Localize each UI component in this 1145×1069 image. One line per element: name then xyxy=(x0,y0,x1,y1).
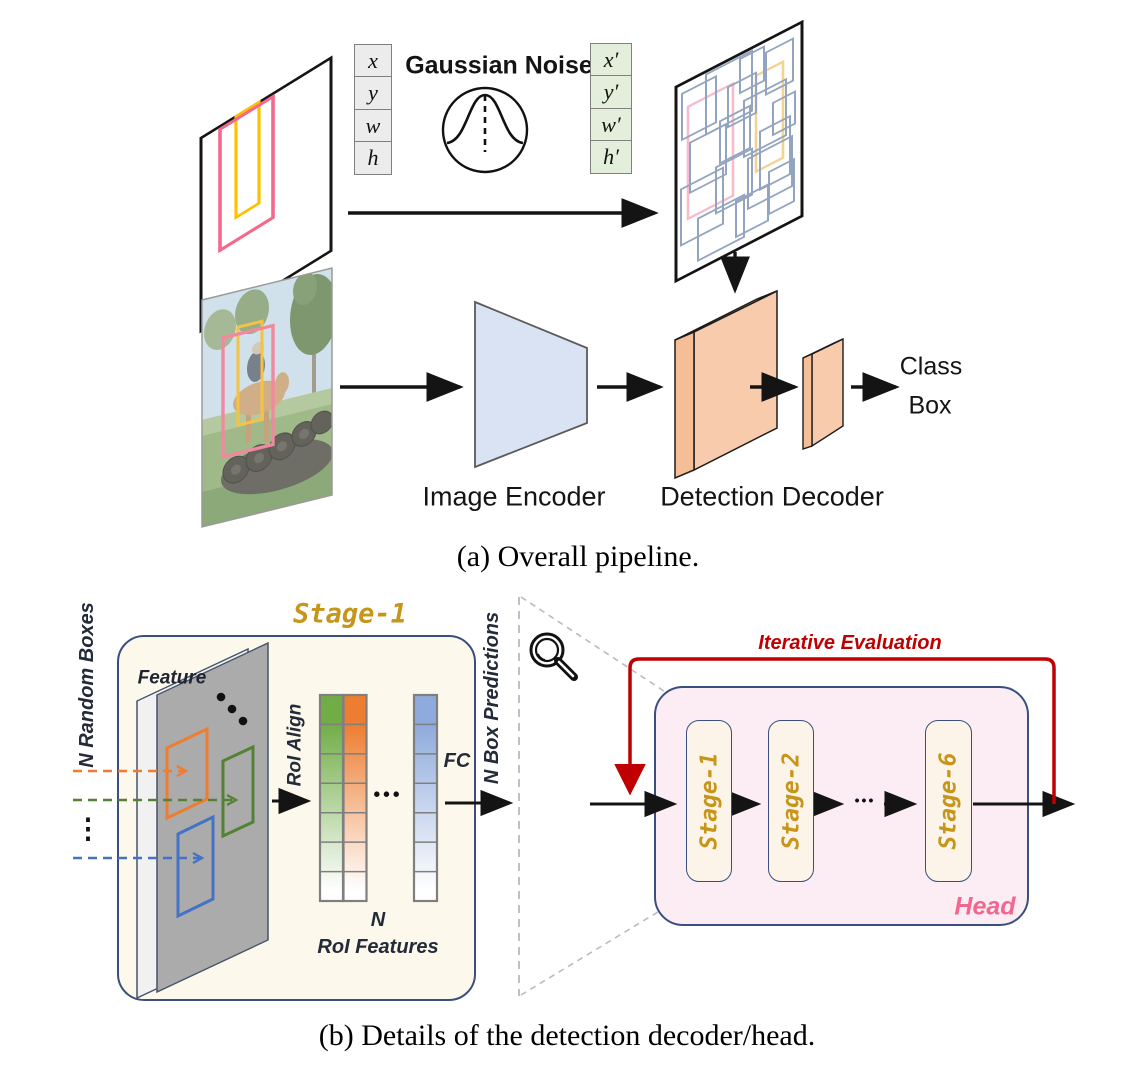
stage-6-block: Stage-6 xyxy=(925,720,972,882)
fc-label: FC xyxy=(443,750,471,772)
iterative-evaluation-label: Iterative Evaluation xyxy=(758,632,942,654)
panel-a-arrows xyxy=(340,198,900,402)
stage1-title: Stage-1 xyxy=(293,598,407,630)
gt-vector-x: x xyxy=(354,44,392,78)
caption-a: (a) Overall pipeline. xyxy=(456,540,700,573)
stage-1-block: Stage-1 xyxy=(686,720,732,882)
roi-feature-grids xyxy=(318,693,439,903)
detection-decoder-label: Detection Decoder xyxy=(660,481,884,512)
gt-vector-h: h xyxy=(354,141,392,176)
noisy-vector-w: w′ xyxy=(590,107,632,142)
noisy-boxes-plane xyxy=(674,19,804,284)
roi-align-label: RoI Align xyxy=(284,703,306,787)
stage-1-block-label: Stage-1 xyxy=(696,752,722,850)
input-image xyxy=(201,267,333,528)
gaussian-curve-icon xyxy=(441,86,529,174)
magnifier-icon xyxy=(529,632,578,681)
image-encoder-label: Image Encoder xyxy=(422,481,606,512)
gt-vector: x y w h xyxy=(354,44,392,176)
n-box-predictions-label: N Box Predictions xyxy=(481,611,503,785)
noisy-vector-y: y′ xyxy=(590,75,632,110)
noisy-vector-h: h′ xyxy=(590,140,632,175)
n-roi-features-line1: N xyxy=(370,909,386,931)
feature-label: Feature xyxy=(137,667,207,689)
stage-6-block-label: Stage-6 xyxy=(935,752,962,850)
class-output-label: Class xyxy=(899,352,963,381)
noisy-vector-x: x′ xyxy=(590,43,632,77)
vertical-ellipsis: ⋮ xyxy=(74,813,102,844)
box-output-label: Box xyxy=(908,391,952,420)
gt-vector-w: w xyxy=(354,108,392,143)
head-label: Head xyxy=(954,892,1016,921)
gt-boxes-plane xyxy=(199,55,333,334)
n-random-boxes-label: N Random Boxes xyxy=(76,602,98,768)
n-roi-features-line2: RoI Features xyxy=(317,936,439,958)
iterative-evaluation-arrow xyxy=(614,657,1056,804)
image-encoder-shape xyxy=(474,300,588,469)
diagonal-ellipsis-icon xyxy=(216,692,248,726)
gaussian-noise-label: Gaussian Noise xyxy=(405,51,593,80)
random-box-arrows xyxy=(73,764,239,865)
decoder-output-shape xyxy=(802,337,844,450)
caption-b: (b) Details of the detection decoder/hea… xyxy=(318,1019,816,1052)
stage-2-block: Stage-2 xyxy=(768,720,814,882)
roi-ellipsis: ••• xyxy=(373,784,403,806)
random-boxes xyxy=(165,726,255,919)
stage-2-block-label: Stage-2 xyxy=(778,752,804,850)
detection-decoder-shape xyxy=(674,289,778,480)
stage-ellipsis: ••• xyxy=(854,792,876,808)
noisy-vector: x′ y′ w′ h′ xyxy=(590,43,632,175)
gt-vector-y: y xyxy=(354,76,392,111)
